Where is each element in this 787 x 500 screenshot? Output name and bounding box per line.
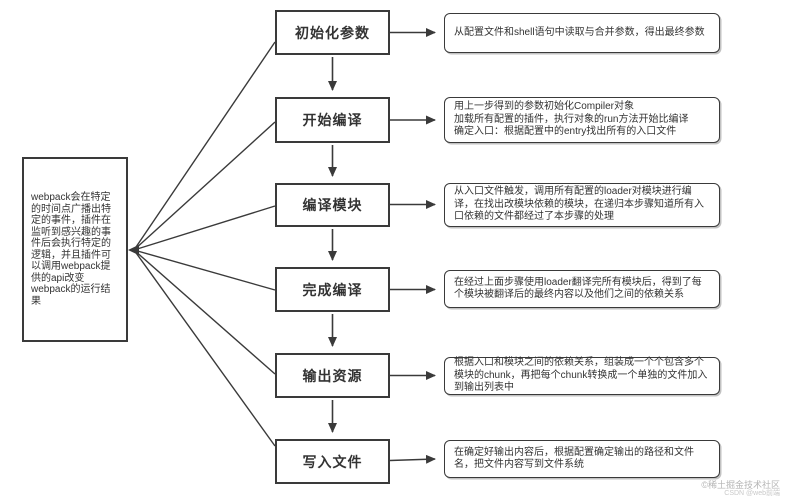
desc-box-compile-modules: 从入口文件触发，调用所有配置的loader对模块进行编译，在找出改模块依赖的模块…: [444, 183, 720, 227]
desc-box-finish-compile: 在经过上面步骤使用loader翻译完所有模块后，得到了每个模块被翻译后的最终内容…: [444, 270, 720, 308]
plugin-note-text: webpack会在特定的时间点广播出特定的事件，插件在监听到感兴趣的事件后会执行…: [31, 192, 111, 307]
step-box-init-params: 初始化参数: [275, 10, 390, 55]
watermark: ©稀土掘金技术社区 CSDN @web前端: [701, 480, 780, 498]
desc-box-init-params: 从配置文件和shell语句中读取与合并参数，得出最终参数: [444, 13, 720, 53]
plugin-hook-arrowhead: [128, 244, 139, 256]
desc-box-start-compile: 用上一步得到的参数初始化Compiler对象 加载所有配置的插件，执行对象的ru…: [444, 97, 720, 143]
plugin-note-box: webpack会在特定的时间点广播出特定的事件，插件在监听到感兴趣的事件后会执行…: [22, 157, 128, 342]
step-description-arrows: [389, 28, 436, 464]
desc-box-write-files: 在确定好输出内容后，根据配置确定输出的路径和文件名，把文件内容写到文件系统: [444, 440, 720, 478]
watermark-juejin: ©稀土掘金技术社区: [701, 479, 780, 490]
desc-text: 根据入口和模块之间的依赖关系，组装成一个个包含多个模块的chunk，再把每个ch…: [454, 357, 708, 394]
step-label: 完成编译: [302, 281, 363, 298]
step-label: 输出资源: [302, 367, 363, 384]
step-label: 开始编译: [302, 112, 363, 128]
step-box-write-files: 写入文件: [275, 439, 390, 484]
desc-text: 从入口文件触发，调用所有配置的loader对模块进行编译，在找出改模块依赖的模块…: [454, 186, 704, 223]
desc-text: 从配置文件和shell语句中读取与合并参数，得出最终参数: [454, 26, 705, 38]
desc-text: 用上一步得到的参数初始化Compiler对象 加载所有配置的插件，执行对象的ru…: [454, 101, 689, 138]
desc-text: 在经过上面步骤使用loader翻译完所有模块后，得到了每个模块被翻译后的最终内容…: [454, 276, 702, 301]
desc-box-emit-assets: 根据入口和模块之间的依赖关系，组装成一个个包含多个模块的chunk，再把每个ch…: [444, 357, 720, 395]
plugin-hook-fan-lines: [133, 41, 276, 447]
step-box-compile-modules: 编译模块: [275, 183, 390, 227]
step-box-start-compile: 开始编译: [275, 97, 390, 143]
step-label: 初始化参数: [295, 24, 370, 41]
step-box-finish-compile: 完成编译: [275, 267, 390, 312]
step-label: 写入文件: [302, 453, 363, 470]
step-label: 编译模块: [302, 197, 363, 213]
watermark-csdn: CSDN @web前端: [724, 489, 780, 497]
desc-text: 在确定好输出内容后，根据配置确定输出的路径和文件名，把文件内容写到文件系统: [454, 446, 694, 471]
step-box-emit-assets: 输出资源: [275, 353, 390, 398]
